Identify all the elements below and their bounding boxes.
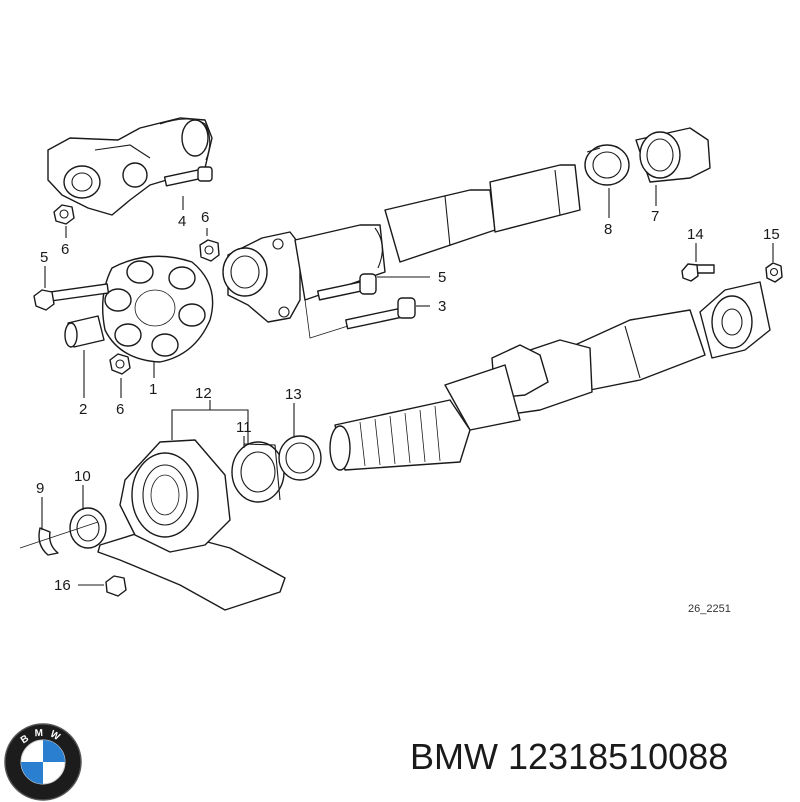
bolt-4 (163, 166, 213, 187)
bolt-14 (681, 263, 715, 282)
ring-10 (69, 507, 107, 549)
callout-7: 7 (651, 208, 659, 225)
callout-12: 12 (195, 385, 212, 402)
rear-shaft (444, 281, 771, 431)
callout-6-lower: 6 (116, 401, 124, 418)
flange-yoke (47, 117, 213, 216)
bolt-5-left (33, 283, 110, 311)
nut-6-middle (199, 239, 220, 262)
nut-6-upper (53, 204, 75, 225)
front-flange (222, 231, 301, 323)
part-caption: BMW 12318510088 (410, 736, 728, 778)
diagram-reference-code: 26_2251 (688, 603, 731, 615)
leader-lines (41, 185, 774, 586)
nut-15 (765, 262, 783, 283)
callout-3: 3 (438, 298, 446, 315)
callout-1: 1 (149, 381, 157, 398)
spline-stub (329, 399, 471, 471)
sleeve-7 (635, 127, 711, 183)
callout-16: 16 (54, 577, 71, 594)
center-bearing (97, 439, 286, 611)
ring-13 (278, 435, 322, 481)
bearing-11 (231, 441, 285, 503)
nut-6-lower (109, 353, 131, 375)
guide-line (304, 299, 349, 339)
axis-line (19, 521, 99, 549)
bolt-3 (345, 297, 416, 330)
callout-13: 13 (285, 386, 302, 403)
callout-15: 15 (763, 226, 780, 243)
front-tube (294, 164, 581, 301)
bolt-5-right (316, 273, 377, 301)
callout-4: 4 (178, 213, 186, 230)
callout-5-left: 5 (40, 249, 48, 266)
bmw-logo: BMW (4, 723, 82, 801)
sleeve-2 (64, 315, 105, 348)
callout-6-upper: 6 (61, 241, 69, 258)
part-number: 12318510088 (508, 736, 729, 777)
callout-11: 11 (236, 419, 252, 436)
ring-8 (584, 144, 630, 186)
callout-8: 8 (604, 221, 612, 238)
callout-9: 9 (36, 480, 44, 497)
callout-10: 10 (74, 468, 91, 485)
callout-2: 2 (79, 401, 87, 418)
callout-6-middle: 6 (201, 209, 209, 226)
callout-14: 14 (687, 226, 704, 243)
callout-5-right: 5 (438, 269, 446, 286)
circlip-9 (38, 527, 59, 556)
flex-disc (101, 255, 214, 363)
brand-name: BMW (410, 736, 498, 777)
nut-16 (105, 575, 127, 597)
